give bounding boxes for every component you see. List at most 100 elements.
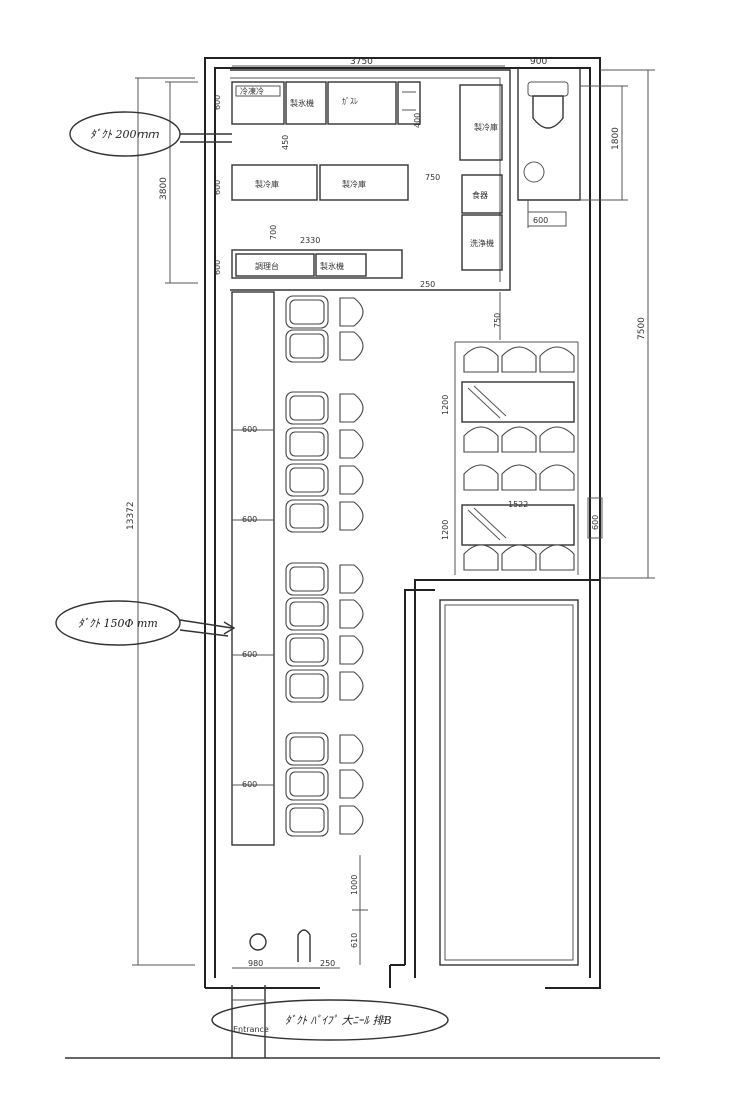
dim-900: 900	[530, 57, 547, 67]
booth-chair	[463, 544, 499, 571]
fridge-mid-1	[231, 164, 318, 201]
dim-980: 980	[248, 959, 263, 968]
counter-chair	[285, 803, 329, 837]
counter-stool	[339, 297, 364, 327]
booth-chair	[501, 464, 537, 491]
label-prep-table: 調理台	[255, 261, 279, 271]
dim-250: 250	[420, 280, 435, 289]
counter-stool	[339, 429, 364, 459]
note-duct-200: ﾀﾞｸﾄ 200ｍｍ	[90, 128, 159, 141]
dim-3750: 3750	[350, 57, 373, 67]
counter-chair	[285, 732, 329, 766]
dim-600-shelf: 600	[213, 95, 222, 110]
booth-table-1	[461, 381, 575, 423]
duct-note-middle: ﾀﾞｸﾄ 150Φ mm	[55, 600, 236, 646]
dim-750-corridor: 750	[493, 313, 502, 328]
counter-stool	[339, 769, 364, 799]
dim-750-kitchen: 750	[425, 173, 440, 182]
counter-stool	[339, 599, 364, 629]
booth-chair	[539, 464, 575, 491]
bar-counter: 600 600 600 600	[231, 291, 275, 846]
prep-table	[235, 253, 315, 277]
label-ice-maker-low: 製氷機	[320, 261, 344, 271]
label-fridge-right: 製冷庫	[474, 122, 498, 132]
booth-chair	[501, 544, 537, 571]
label-ice-maker-top: 製氷機	[290, 98, 314, 108]
counter-chair	[285, 562, 329, 596]
kitchen-area: 冷凍冷 製氷機 ｶﾞｽﾚ 製冷庫 製冷庫 調理台 製氷機 製冷庫 食器 洗浄機 …	[230, 69, 511, 340]
dim-600-side-b: 600	[213, 260, 222, 275]
counter-chair	[285, 427, 329, 461]
label-fridge-mid-2: 製冷庫	[342, 179, 366, 189]
counter-chair	[285, 499, 329, 533]
counter-seats	[285, 295, 364, 837]
dim-counter-4: 600	[242, 780, 257, 789]
counter-chair	[285, 669, 329, 703]
dim-door-600: 600	[533, 216, 548, 225]
booth-table-2	[461, 504, 575, 546]
booth-chair	[501, 346, 537, 373]
counter-stool	[339, 805, 364, 835]
dim-1000: 1000	[350, 875, 359, 895]
storage-room	[439, 599, 579, 966]
counter-stool	[339, 671, 364, 701]
dishwasher	[461, 214, 503, 271]
dim-610: 610	[350, 933, 359, 948]
entrance-fixtures: 1000 610 980 250	[232, 855, 368, 969]
outer-walls	[204, 57, 601, 989]
dim-700: 700	[269, 225, 278, 240]
counter-stool	[339, 734, 364, 764]
sink-top	[397, 81, 421, 125]
booth-chair	[463, 464, 499, 491]
fridge-top-1	[231, 81, 285, 125]
label-dishwasher: 洗浄機	[470, 238, 494, 248]
counter-chair	[285, 391, 329, 425]
label-fridge-mid-1: 製冷庫	[255, 179, 279, 189]
booth-seats	[463, 346, 575, 571]
booth-chair	[501, 426, 537, 453]
counter-stool	[339, 564, 364, 594]
ice-maker-top	[285, 81, 327, 125]
counter-chair	[285, 633, 329, 667]
counter-stool	[339, 501, 364, 531]
note-duct-bottom: ﾀﾞｸﾄ ﾊﾟｲﾌﾟ 大ﾆｰﾙ 排B	[285, 1014, 392, 1027]
booth-chair	[463, 426, 499, 453]
dim-600-side-a: 600	[213, 180, 222, 195]
dim-250-bottom: 250	[320, 959, 335, 968]
exterior-dimensions: 3750 900 1800 7500 13372 3800 600 600 60…	[126, 57, 655, 966]
gas-range	[327, 81, 397, 125]
label-entrance: Entrance	[233, 1025, 269, 1034]
ice-maker-low	[315, 253, 367, 277]
counter-stool	[339, 331, 364, 361]
dim-counter-1: 600	[242, 425, 257, 434]
dim-booth-1200-a: 1200	[441, 395, 450, 415]
booth-chair	[539, 426, 575, 453]
booth-area: 1200 1200 1522 600	[441, 341, 603, 575]
dim-13372: 13372	[126, 501, 136, 530]
note-duct-150: ﾀﾞｸﾄ 150Φ mm	[78, 617, 158, 630]
dim-1522: 1522	[508, 500, 528, 509]
counter-chair	[285, 597, 329, 631]
fridge-right	[459, 84, 503, 161]
booth-chair	[539, 544, 575, 571]
counter-stool	[339, 393, 364, 423]
dim-400: 400	[413, 113, 422, 128]
dim-2330: 2330	[300, 236, 320, 245]
duct-note-top: ﾀﾞｸﾄ 200ｍｍ	[69, 111, 232, 157]
counter-chair	[285, 329, 329, 363]
dim-7500: 7500	[637, 317, 647, 340]
duct-note-bottom: ﾀﾞｸﾄ ﾊﾟｲﾌﾟ 大ﾆｰﾙ 排B Entrance	[211, 985, 449, 1058]
label-dish-shelf: 食器	[472, 190, 488, 200]
dim-counter-2: 600	[242, 515, 257, 524]
booth-chair	[539, 346, 575, 373]
coat-stand	[297, 929, 311, 962]
dim-booth-600: 600	[591, 515, 600, 530]
dim-3800: 3800	[159, 177, 169, 200]
counter-chair	[285, 463, 329, 497]
label-gas-range: ｶﾞｽﾚ	[342, 97, 358, 106]
counter-chair	[285, 767, 329, 801]
dim-counter-3: 600	[242, 650, 257, 659]
label-fridge-top-1: 冷凍冷	[240, 86, 264, 96]
fridge-mid-2	[319, 164, 409, 201]
